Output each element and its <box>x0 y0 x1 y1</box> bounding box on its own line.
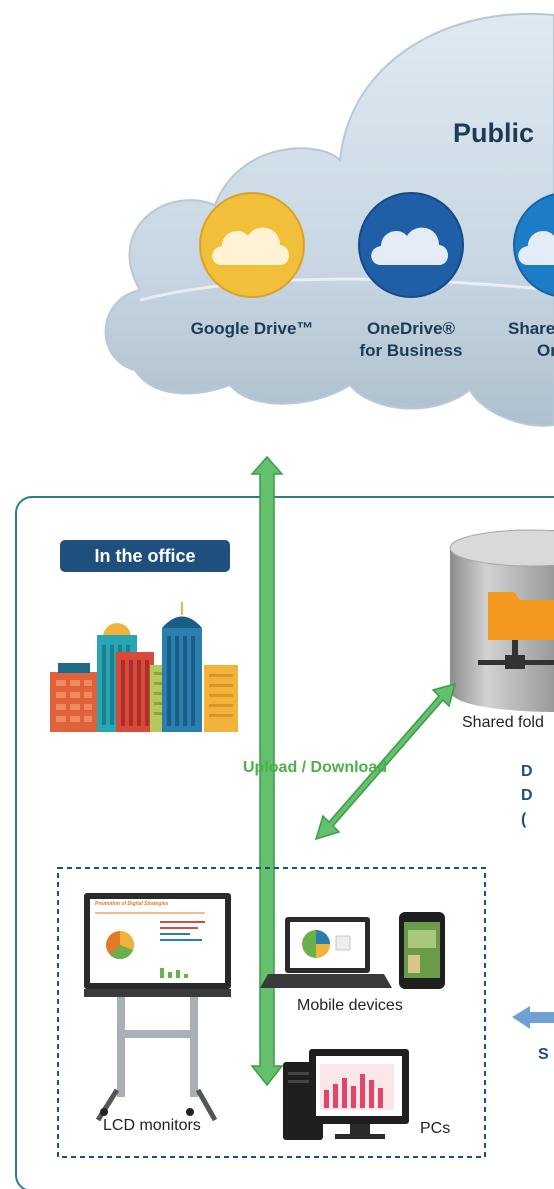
shared-folder-diagonal-arrow <box>314 682 457 841</box>
lcd-screen-title: Promotion of Digital Strategies <box>95 901 169 907</box>
right-text-block: D D ( <box>521 763 533 828</box>
right-bottom-text: S <box>538 1046 549 1063</box>
laptop-icon <box>260 917 392 988</box>
office-badge: In the office <box>60 540 230 572</box>
cloud-title: Public <box>453 118 535 148</box>
smartphone-icon <box>399 912 445 989</box>
sharepoint-label: Share On <box>508 319 554 360</box>
lcd-monitors-label: LCD monitors <box>103 1117 201 1134</box>
pc-icon <box>283 1049 409 1140</box>
office-frame <box>15 496 554 1189</box>
blue-left-arrow <box>512 1006 554 1029</box>
onedrive-label: OneDrive® for Business <box>359 319 463 360</box>
upload-download-vertical-arrow <box>250 455 284 1087</box>
lcd-monitor-icon <box>84 893 231 1122</box>
shared-folder-label: Shared fold <box>462 714 544 731</box>
office-buildings-icon <box>50 602 238 732</box>
onedrive-icon <box>358 192 464 298</box>
upload-download-label: Upload / Download <box>243 759 387 776</box>
shared-folder-server-icon <box>449 529 554 712</box>
pcs-label: PCs <box>420 1120 451 1137</box>
mobile-devices-label: Mobile devices <box>297 997 403 1014</box>
google-drive-icon <box>199 192 305 298</box>
public-cloud <box>104 12 554 427</box>
sharepoint-icon <box>513 193 554 297</box>
devices-box <box>57 867 486 1158</box>
google-drive-label: Google Drive™ <box>190 319 314 338</box>
